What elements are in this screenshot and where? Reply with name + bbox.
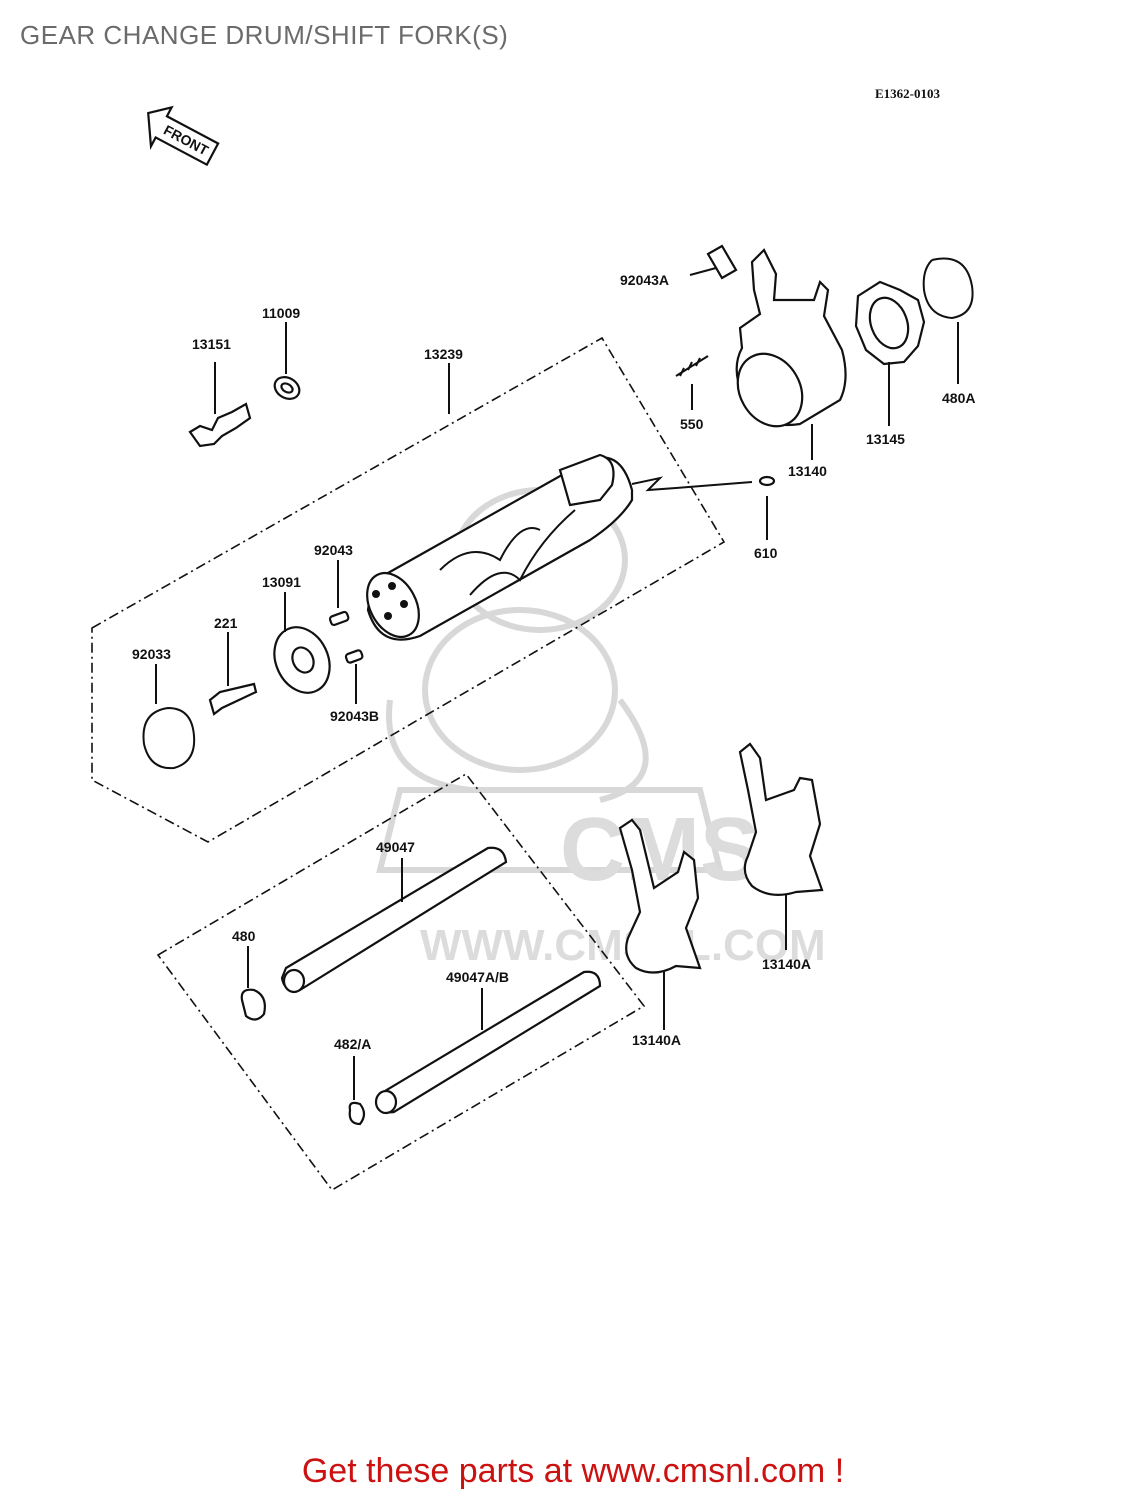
- footer-cta-link[interactable]: Get these parts at www.cmsnl.com !: [301, 1452, 845, 1490]
- part-label-610: 610: [754, 545, 778, 561]
- diagram-code: E1362-0103: [875, 86, 940, 101]
- spring-550: [675, 355, 709, 410]
- neutral-switch-13151: [188, 362, 252, 448]
- gasket-11009: [273, 322, 301, 400]
- part-label-13140A-right: 13140A: [762, 956, 811, 972]
- part-label-480: 480: [232, 928, 256, 944]
- shift-rod-49047AB: [374, 970, 602, 1115]
- screw-221: [208, 632, 258, 716]
- shift-fork-13140A-left: [618, 818, 702, 1030]
- watermark-url: WWW.CMSNL.COM: [420, 921, 826, 970]
- clip-482A: [348, 1056, 366, 1126]
- pin-92043B: [344, 649, 364, 704]
- cam-plate-13145: [854, 280, 926, 426]
- part-label-13151: 13151: [192, 336, 231, 352]
- shift-rod-boundary: [156, 772, 646, 1192]
- part-label-92043B: 92043B: [330, 708, 379, 724]
- drum-assembly-boundary: [91, 336, 726, 843]
- front-arrow-icon: FRONT: [147, 105, 220, 167]
- pin-92043A: [689, 244, 738, 280]
- part-label-221: 221: [214, 615, 238, 631]
- part-label-49047: 49047: [376, 839, 415, 855]
- part-label-480A: 480A: [942, 390, 975, 406]
- circlip-480: [240, 946, 266, 1021]
- part-label-92043: 92043: [314, 542, 353, 558]
- pin-92043: [328, 560, 350, 627]
- part-label-92033: 92033: [132, 646, 171, 662]
- circlip-92033: [142, 664, 196, 770]
- part-label-13145: 13145: [866, 431, 905, 447]
- cms-watermark: CMS WWW.CMSNL.COM: [376, 487, 826, 970]
- circlip-480A: [922, 257, 974, 384]
- shift-rod-49047: [280, 846, 508, 994]
- shift-fork-13140A-right: [738, 742, 824, 950]
- part-label-11009: 11009: [262, 305, 300, 321]
- part-label-13140: 13140: [788, 463, 827, 479]
- part-label-482A: 482/A: [334, 1036, 371, 1052]
- part-label-49047AB: 49047A/B: [446, 969, 509, 985]
- page-title: GEAR CHANGE DRUM/SHIFT FORK(S): [20, 20, 509, 50]
- plate-13091: [273, 592, 331, 694]
- shift-fork-13140: [735, 248, 847, 460]
- part-label-13140A-left: 13140A: [632, 1032, 681, 1048]
- part-label-13091: 13091: [262, 574, 301, 590]
- exploded-parts-diagram: CMS WWW.CMSNL.COM FRONT: [91, 105, 975, 1192]
- part-label-13239: 13239: [424, 346, 463, 362]
- part-label-550: 550: [680, 416, 704, 432]
- pin-610: [631, 475, 776, 540]
- part-label-92043A: 92043A: [620, 272, 669, 288]
- shift-drum-13239: [366, 453, 634, 641]
